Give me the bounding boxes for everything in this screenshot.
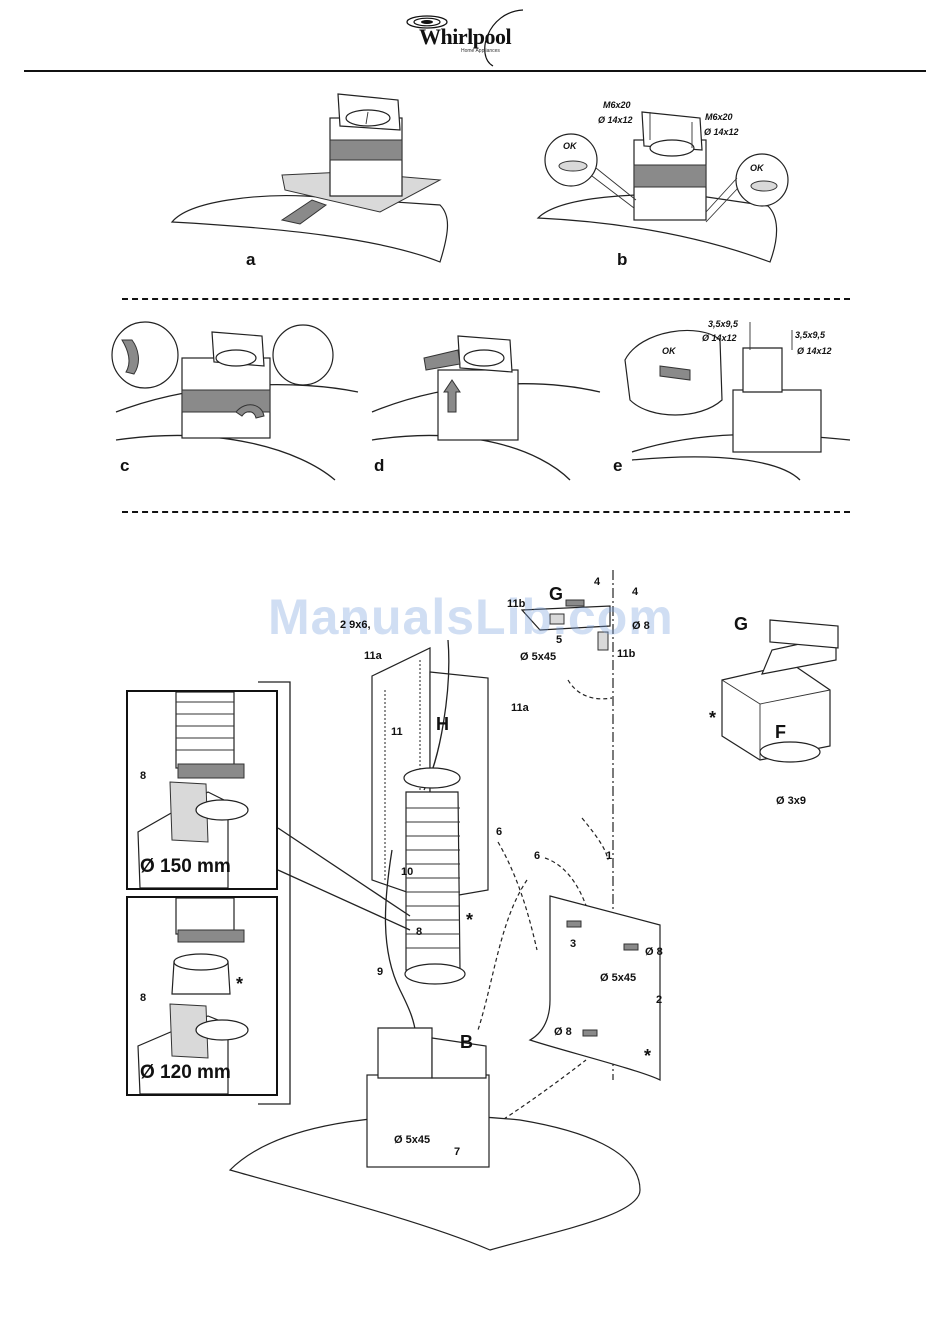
label-11a-mid: 11a [511, 702, 529, 714]
label-G-right: G [734, 614, 748, 635]
label-2: 2 [656, 994, 662, 1006]
label-H: H [436, 714, 449, 735]
panel-b-illustration [538, 112, 788, 262]
label-6b: 6 [534, 850, 540, 862]
b-washer-right: Ø 14x12 [704, 127, 739, 137]
label-screw-size: 2 9x6, [340, 619, 371, 631]
panel-a-illustration [172, 94, 448, 262]
label-star-F: * [709, 708, 716, 729]
label-5: 5 [556, 634, 562, 646]
label-7: 7 [454, 1146, 460, 1158]
inset-120mm: 8 * Ø 120 mm [126, 896, 278, 1096]
inset-bottom-num: 8 [140, 992, 146, 1004]
label-4b: 4 [632, 586, 638, 598]
e-screw-right: 3,5x9,5 [795, 330, 825, 340]
label-4a: 4 [594, 576, 600, 588]
label-d5x45-top: Ø 5x45 [520, 651, 556, 663]
inset-bottom-diameter: Ø 120 mm [140, 1062, 231, 1084]
label-10: 10 [401, 866, 413, 878]
label-11b-right: 11b [617, 648, 635, 660]
label-9: 9 [377, 966, 383, 978]
label-d8-low: Ø 8 [554, 1026, 572, 1038]
label-8-main: 8 [416, 926, 422, 938]
label-6a: 6 [496, 826, 502, 838]
panel-c-illustration [112, 322, 358, 480]
step-b-label: b [617, 250, 627, 270]
e-ok: OK [662, 346, 676, 356]
step-a-label: a [246, 250, 255, 270]
label-1: 1 [606, 850, 612, 862]
label-11: 11 [391, 726, 403, 738]
label-G-main: G [549, 584, 563, 605]
b-washer-left: Ø 14x12 [598, 115, 633, 125]
inset-top-num: 8 [140, 770, 146, 782]
inset-top-diameter: Ø 150 mm [140, 856, 231, 878]
label-star-mid: * [466, 910, 473, 931]
label-star-wall: * [644, 1046, 651, 1067]
step-e-label: e [613, 456, 622, 476]
label-d8-top: Ø 8 [632, 620, 650, 632]
label-11a-top: 11a [364, 650, 382, 662]
e-screw-left: 3,5x9,5 [708, 319, 738, 329]
label-d5x45-low: Ø 5x45 [394, 1134, 430, 1146]
b-ok-left: OK [563, 141, 577, 151]
inset-150mm: 8 Ø 150 mm [126, 690, 278, 890]
step-c-label: c [120, 456, 129, 476]
e-washer-right: Ø 14x12 [797, 346, 832, 356]
watermark: ManualsLib.com [268, 588, 674, 646]
label-d8-mid: Ø 8 [645, 946, 663, 958]
label-F: F [775, 722, 786, 743]
b-ok-right: OK [750, 163, 764, 173]
b-screw-left: M6x20 [603, 100, 631, 110]
label-d5x45-mid: Ø 5x45 [600, 972, 636, 984]
label-d3x9: Ø 3x9 [776, 795, 806, 807]
b-screw-right: M6x20 [705, 112, 733, 122]
panel-d-illustration [372, 336, 600, 480]
e-washer-left: Ø 14x12 [702, 333, 737, 343]
label-B: B [460, 1032, 473, 1053]
inset-bottom-star: * [236, 974, 243, 995]
label-11b-top: 11b [507, 598, 525, 610]
label-3: 3 [570, 938, 576, 950]
step-d-label: d [374, 456, 384, 476]
